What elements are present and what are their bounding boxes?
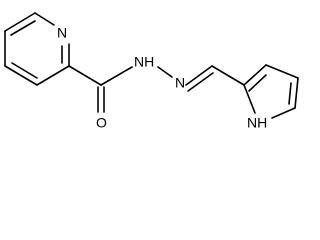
pyrrole-bond xyxy=(243,84,256,114)
ch-ring-bond xyxy=(211,65,245,86)
pyrrole-nh-label: NH xyxy=(247,115,267,131)
imine-double-bond xyxy=(185,65,213,86)
pyrrole-bond xyxy=(271,107,296,119)
imine-nitrogen-label: N xyxy=(175,75,185,91)
nh-n-bond xyxy=(157,66,173,78)
hydrazide-nh-label: NH xyxy=(134,54,154,70)
pyrrole-bond xyxy=(243,64,267,86)
ring-carbonyl-bond xyxy=(68,65,102,86)
pyrrole-bond xyxy=(294,77,299,109)
pyridine-double-bond xyxy=(11,62,38,79)
pyridine-bond xyxy=(34,12,55,26)
pyridine-ring xyxy=(4,12,70,86)
imine-double-bond xyxy=(187,72,214,92)
pyrrole-double-bond xyxy=(248,74,267,92)
hydrazone-chain xyxy=(68,65,245,113)
carbonyl-oxygen-label: O xyxy=(96,115,107,131)
pyrrole-ring xyxy=(243,64,299,119)
pyridine-bond xyxy=(4,65,38,86)
molecule-diagram: N O NH N NH xyxy=(4,12,299,131)
pyridine-double-bond xyxy=(10,20,36,36)
pyridine-bond xyxy=(36,65,70,86)
pyrrole-bond xyxy=(265,64,299,79)
pyrrole-double-bond xyxy=(288,82,292,105)
structure-svg: N O NH N NH xyxy=(4,12,299,131)
carbonyl-nh-bond xyxy=(100,66,133,86)
pyridine-bond xyxy=(4,12,36,32)
pyridine-nitrogen-label: N xyxy=(57,25,67,41)
